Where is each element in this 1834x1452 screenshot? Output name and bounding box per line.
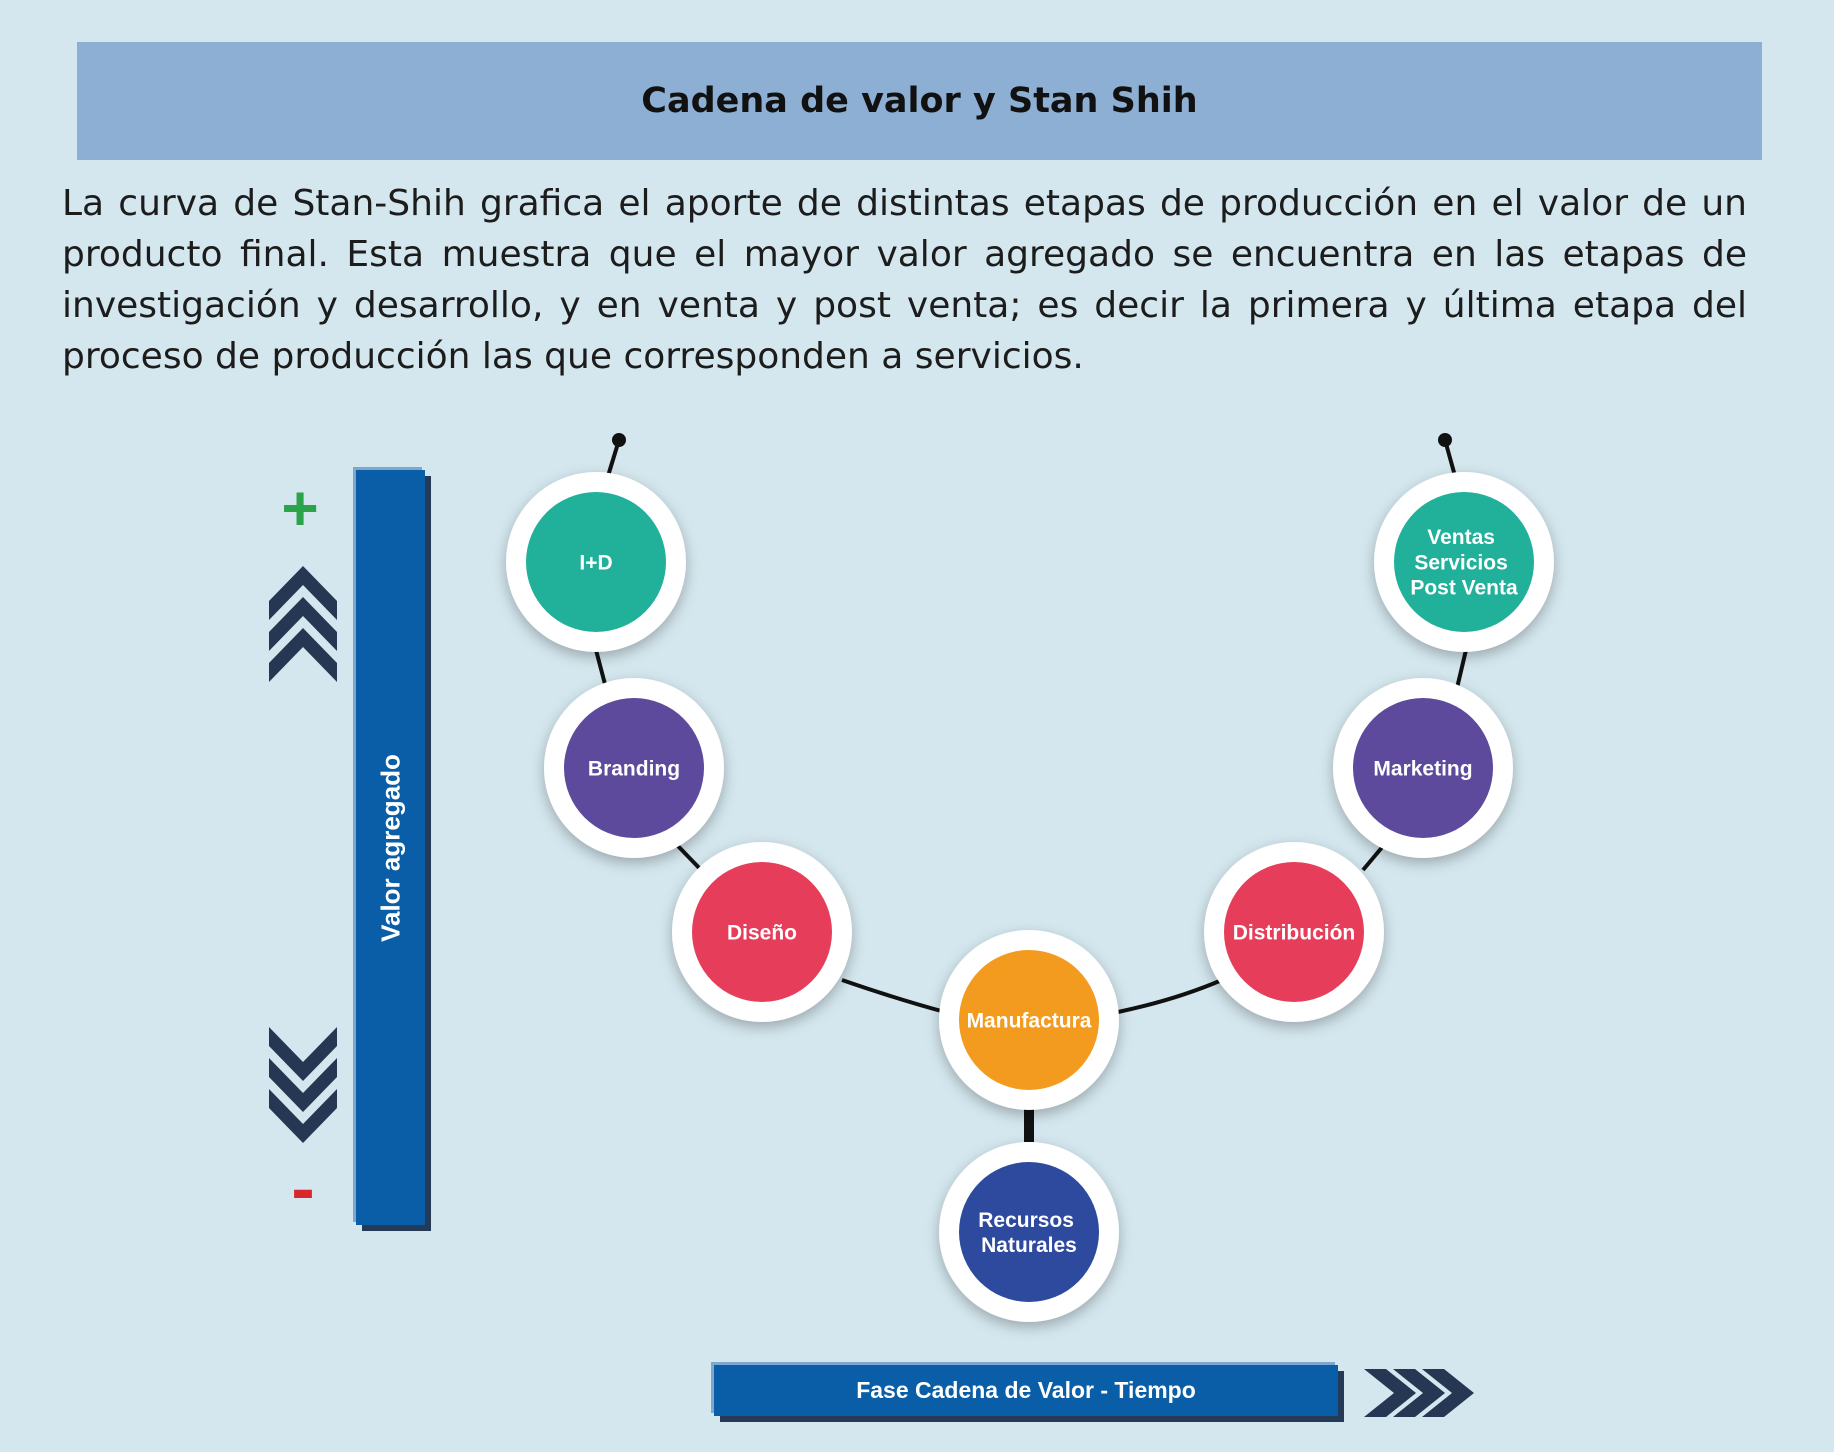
node-id-circle xyxy=(526,492,666,632)
chevron-down-icon xyxy=(269,1027,337,1143)
connector-distribucion-marketing xyxy=(1361,843,1386,872)
node-recursos-naturales-label: Recursos Naturales xyxy=(978,1209,1080,1257)
node-manufactura-circle xyxy=(959,950,1099,1090)
node-id-label-line: I+D xyxy=(579,551,612,574)
top-right-endpoint xyxy=(1438,433,1452,447)
node-diseno-label: Diseño xyxy=(727,921,797,944)
connector-diseno-manufactura xyxy=(841,978,946,1014)
intro-paragraph: La curva de Stan-Shih grafica el aporte … xyxy=(62,183,1747,377)
node-diseno-label-line: Diseño xyxy=(727,921,797,944)
node-distribucion-label-line: Distribución xyxy=(1233,921,1356,944)
node-branding-label-line: Branding xyxy=(588,757,680,780)
value-axis-bar: Valor agregado xyxy=(356,470,425,1225)
node-ventas-servicios-post-venta-label-line: Post Venta xyxy=(1410,577,1518,600)
node-manufactura-label: Manufactura xyxy=(967,1009,1092,1032)
node-diseno-circle xyxy=(692,862,832,1002)
curve-connectors xyxy=(594,439,1468,1142)
node-recursos-naturales-circle xyxy=(959,1162,1099,1302)
connector-id-branding xyxy=(594,649,608,689)
chevron-up-icon xyxy=(269,566,337,682)
title-banner: Cadena de valor y Stan Shih xyxy=(77,42,1762,160)
node-recursos-naturales-label-line: Recursos xyxy=(978,1209,1074,1232)
node-distribucion-label: Distribución xyxy=(1233,921,1356,944)
chevron-right-icon xyxy=(1364,1369,1474,1417)
node-branding-label: Branding xyxy=(588,757,680,780)
minus-sign: - xyxy=(291,1149,314,1227)
node-distribucion-circle xyxy=(1224,862,1364,1002)
node-branding-circle xyxy=(564,698,704,838)
node-ventas-servicios-post-venta: Ventas Servicios Post Venta xyxy=(1374,472,1554,652)
plus-sign: + xyxy=(281,472,318,544)
top-left-endpoint xyxy=(612,433,626,447)
node-recursos-naturales-label-line: Naturales xyxy=(981,1234,1077,1257)
node-ventas-servicios-post-venta-label: Ventas Servicios Post Venta xyxy=(1410,526,1518,599)
node-branding: Branding xyxy=(544,678,724,858)
node-marketing: Marketing xyxy=(1333,678,1513,858)
phase-axis-label: Fase Cadena de Valor - Tiempo xyxy=(856,1377,1196,1403)
stage-nodes: I+D Branding Diseño xyxy=(506,472,1554,1322)
connector-marketing-ventas xyxy=(1455,649,1468,689)
node-manufactura: Manufactura xyxy=(939,930,1119,1110)
node-marketing-label: Marketing xyxy=(1373,757,1472,780)
node-id: I+D xyxy=(506,472,686,652)
node-distribucion: Distribución xyxy=(1204,842,1384,1022)
node-recursos-naturales: Recursos Naturales xyxy=(939,1142,1119,1322)
node-ventas-servicios-post-venta-label-line: Servicios xyxy=(1414,551,1507,574)
node-ventas-servicios-post-venta-circle xyxy=(1394,492,1534,632)
node-marketing-label-line: Marketing xyxy=(1373,757,1472,780)
connector-manufactura-distribucion xyxy=(1117,978,1223,1014)
page-title: Cadena de valor y Stan Shih xyxy=(641,81,1198,121)
node-manufactura-label-line: Manufactura xyxy=(967,1009,1092,1032)
node-diseno: Diseño xyxy=(672,842,852,1022)
node-id-label: I+D xyxy=(579,551,612,574)
node-ventas-servicios-post-venta-label-line: Ventas xyxy=(1427,526,1495,549)
phase-axis-bar: Fase Cadena de Valor - Tiempo xyxy=(714,1365,1338,1416)
node-marketing-circle xyxy=(1353,698,1493,838)
